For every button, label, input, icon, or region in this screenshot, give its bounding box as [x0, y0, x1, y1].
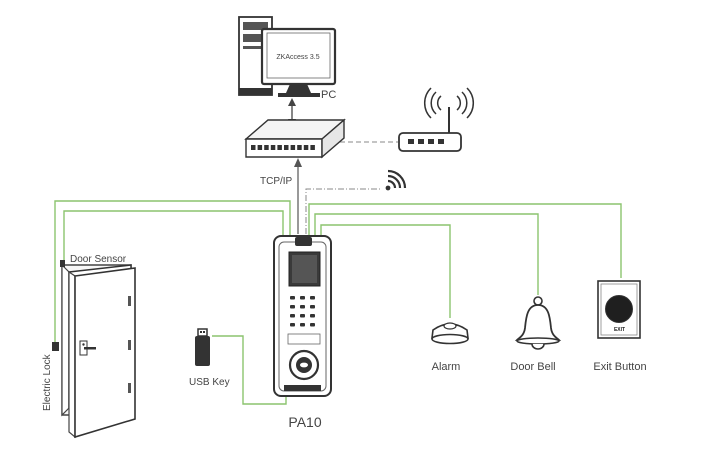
- switch-port: [251, 145, 256, 150]
- keypad-button: [290, 323, 295, 327]
- door-sensor-label: Door Sensor: [70, 254, 127, 265]
- wiring: [54, 200, 622, 405]
- door-icon: [52, 260, 136, 439]
- keypad-button: [310, 323, 315, 327]
- switch-port: [310, 145, 315, 150]
- wire-exit-button: [308, 203, 622, 278]
- monitor-screen-text: ZKAccess 3.5: [276, 54, 319, 61]
- switch-port: [284, 145, 289, 150]
- network-switch-icon: [244, 118, 346, 159]
- usb-drive-icon: [195, 328, 210, 366]
- exit-sign-text: EXIT: [614, 327, 625, 333]
- keypad-button: [310, 296, 315, 300]
- exit-button-icon: EXIT: [597, 280, 641, 339]
- pa10-device: [273, 235, 332, 397]
- keypad-button: [290, 305, 295, 309]
- alarm-label: Alarm: [432, 361, 461, 373]
- keypad-button: [290, 296, 295, 300]
- keypad-button: [300, 323, 305, 327]
- wifi-signal-icon: [385, 169, 407, 191]
- wireless-router-icon: [398, 87, 474, 152]
- keypad-button: [300, 296, 305, 300]
- wire-electric-lock: [54, 200, 291, 344]
- usb-key-label: USB Key: [189, 377, 230, 388]
- wire-alarm: [320, 224, 451, 318]
- wire-door-sensor: [63, 210, 284, 262]
- switch-port: [264, 145, 269, 150]
- desktop-computer-icon: ZKAccess 3.5: [238, 16, 337, 97]
- device-label: PA10: [288, 414, 321, 430]
- switch-port: [257, 145, 263, 150]
- tcpip-label: TCP/IP: [260, 176, 293, 187]
- door-bell-icon: [514, 296, 562, 350]
- keypad-button: [300, 314, 305, 318]
- wire-door-bell: [314, 213, 539, 295]
- pc-label: PC: [321, 89, 336, 101]
- keypad-button: [310, 305, 315, 309]
- switch-port: [277, 145, 282, 150]
- switch-port: [297, 145, 302, 150]
- exit-button-label: Exit Button: [593, 361, 646, 373]
- alarm-siren-icon: [431, 322, 469, 345]
- door-bell-label: Door Bell: [510, 361, 555, 373]
- keypad-button: [290, 314, 295, 318]
- switch-port: [270, 145, 276, 150]
- keypad-button: [300, 305, 305, 309]
- keypad-button: [310, 314, 315, 318]
- wifi-dashed-link: [305, 188, 381, 234]
- electric-lock-label: Electric Lock: [42, 353, 53, 411]
- switch-port: [303, 145, 309, 150]
- wire-usb-key: [212, 335, 287, 405]
- switch-port: [290, 145, 296, 150]
